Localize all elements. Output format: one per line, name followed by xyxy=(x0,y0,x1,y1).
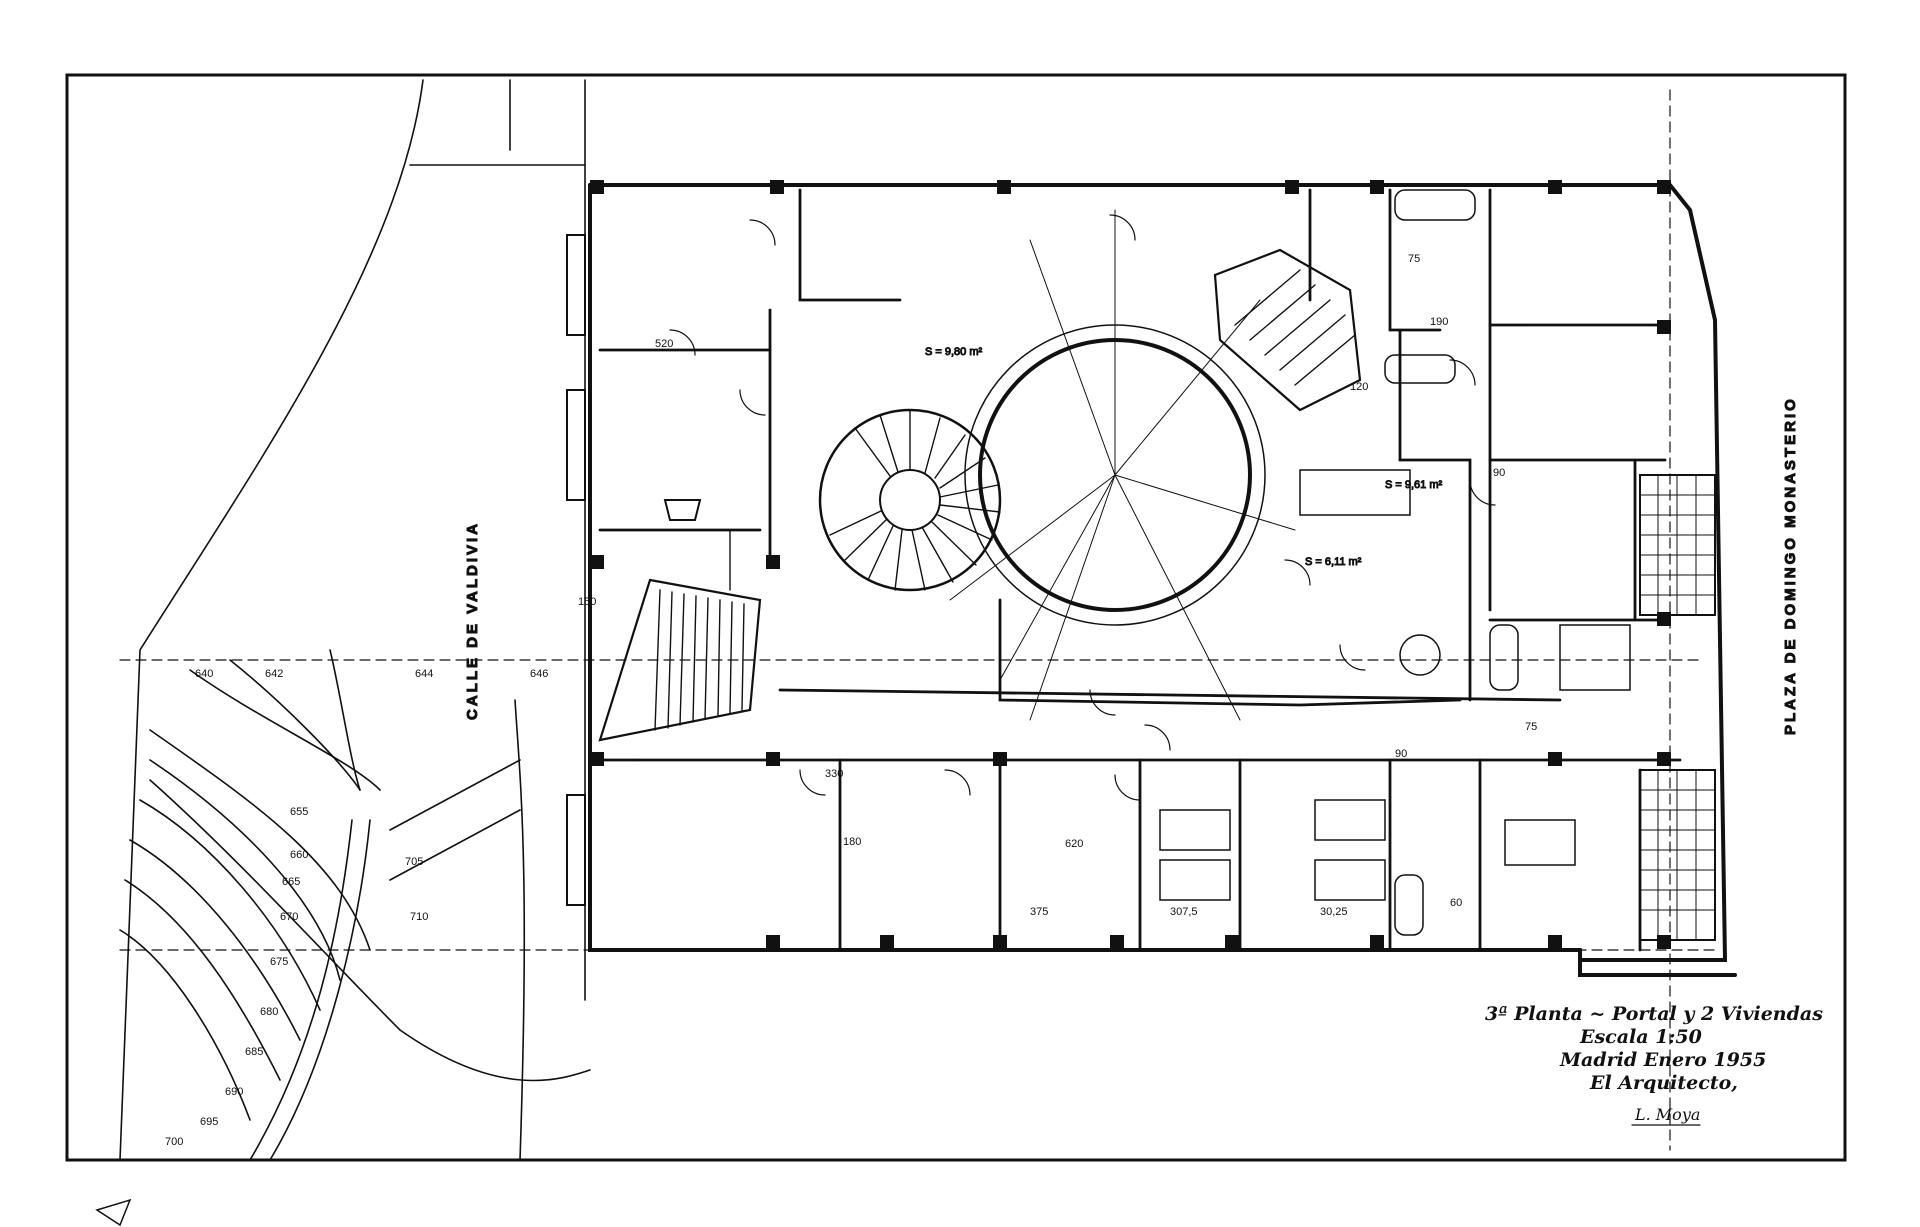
svg-text:660: 660 xyxy=(290,849,308,861)
street-level-labels: 640 642 644 646 xyxy=(195,668,548,680)
svg-text:700: 700 xyxy=(165,1136,183,1148)
svg-text:60: 60 xyxy=(1450,897,1462,909)
svg-text:620: 620 xyxy=(1065,838,1083,850)
svg-text:75: 75 xyxy=(1525,721,1537,733)
svg-text:375: 375 xyxy=(1030,906,1048,918)
west-windows xyxy=(566,234,586,906)
structural-columns xyxy=(590,180,1671,949)
title-block: 3ª Planta ~ Portal y 2 Viviendas Escala … xyxy=(1485,1003,1823,1126)
contour-labels: 655 660 665 670 675 680 685 690 695 700 … xyxy=(165,806,428,1148)
svg-text:30,25: 30,25 xyxy=(1320,906,1348,918)
svg-text:705: 705 xyxy=(405,856,423,868)
svg-text:646: 646 xyxy=(530,668,548,680)
area-label-room-c: S = 6,11 m² xyxy=(1305,556,1362,568)
svg-text:180: 180 xyxy=(843,836,861,848)
svg-text:655: 655 xyxy=(290,806,308,818)
service-stair xyxy=(1213,248,1362,412)
svg-text:520: 520 xyxy=(655,338,673,350)
svg-text:642: 642 xyxy=(265,668,283,680)
interior-walls xyxy=(598,188,1682,952)
svg-text:90: 90 xyxy=(1493,467,1505,479)
door-swings xyxy=(669,214,1496,801)
svg-text:640: 640 xyxy=(195,668,213,680)
area-label-room-a: S = 9,80 m² xyxy=(925,346,983,358)
building-outline xyxy=(588,183,1737,977)
central-rotunda xyxy=(949,209,1296,721)
svg-text:El Arquitecto,: El Arquitecto, xyxy=(1589,1072,1738,1094)
svg-text:307,5: 307,5 xyxy=(1170,906,1198,918)
svg-text:710: 710 xyxy=(410,911,428,923)
svg-text:120: 120 xyxy=(1350,381,1368,393)
svg-text:644: 644 xyxy=(415,668,433,680)
tiled-terraces xyxy=(1639,474,1716,941)
svg-text:685: 685 xyxy=(245,1046,263,1058)
area-label-room-b: S = 9,61 m² xyxy=(1385,479,1443,491)
svg-text:3ª Planta ~ Portal y 2 Viviend: 3ª Planta ~ Portal y 2 Viviendas xyxy=(1485,1003,1823,1025)
svg-text:Escala 1:50: Escala 1:50 xyxy=(1579,1026,1702,1048)
svg-text:680: 680 xyxy=(260,1006,278,1018)
svg-text:L. Moya: L. Moya xyxy=(1634,1105,1700,1124)
spiral-staircase xyxy=(818,408,1002,592)
svg-text:75: 75 xyxy=(1408,253,1420,265)
fixtures xyxy=(1159,189,1631,936)
svg-text:330: 330 xyxy=(825,768,843,780)
entrance-stair xyxy=(598,499,762,742)
street-name-east: PLAZA DE DOMINGO MONASTERIO xyxy=(1782,396,1799,735)
svg-text:695: 695 xyxy=(200,1116,218,1128)
svg-text:90: 90 xyxy=(1395,748,1407,760)
drawing-frame xyxy=(65,73,1847,1162)
svg-text:150: 150 xyxy=(578,596,596,608)
svg-text:690: 690 xyxy=(225,1086,243,1098)
site-contours xyxy=(119,79,591,1161)
svg-text:675: 675 xyxy=(270,956,288,968)
north-arrow-icon xyxy=(95,1198,132,1227)
svg-text:670: 670 xyxy=(280,911,298,923)
svg-text:665: 665 xyxy=(282,876,300,888)
svg-text:190: 190 xyxy=(1430,316,1448,328)
site-grid-lines xyxy=(119,89,1721,1151)
svg-text:Madrid Enero 1955: Madrid Enero 1955 xyxy=(1559,1049,1766,1071)
street-name-west: CALLE DE VALDIVIA xyxy=(464,521,481,720)
dimension-labels: 375 307,5 30,25 620 520 330 190 180 90 9… xyxy=(578,253,1537,918)
